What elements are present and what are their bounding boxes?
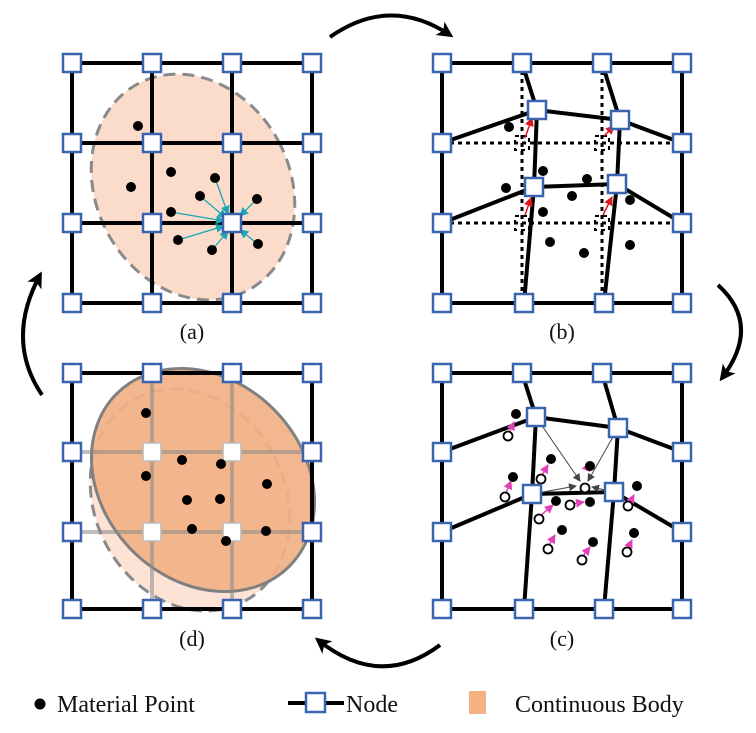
grid-node — [301, 52, 323, 74]
material-points — [126, 121, 263, 255]
grid-node — [431, 292, 453, 314]
arrow-a-to-b — [328, 13, 454, 39]
panel-label-b: (b) — [549, 319, 575, 344]
legend-continuous-body: Continuous Body — [515, 692, 684, 718]
grid-node — [141, 212, 163, 234]
grid-node — [609, 109, 631, 131]
grid-node — [606, 173, 628, 195]
grid-node — [511, 362, 533, 384]
grid-node — [301, 598, 323, 620]
grid-node — [431, 132, 453, 154]
grid-node — [301, 521, 323, 543]
previous-point-positions — [499, 430, 634, 566]
grid-node — [221, 212, 243, 234]
deformed-grid — [441, 62, 684, 304]
grid-node — [61, 292, 83, 314]
grid-node — [221, 362, 243, 384]
grid-node — [61, 212, 83, 234]
grid-node — [431, 521, 453, 543]
grid-node — [526, 99, 548, 121]
grid-node — [671, 521, 693, 543]
grid-node — [431, 362, 453, 384]
arrow-c-to-d — [314, 637, 442, 669]
grid-node — [301, 292, 323, 314]
grid-node — [431, 212, 453, 234]
grid-node — [61, 362, 83, 384]
panel-c: (c) — [431, 362, 693, 651]
legend-node: Node — [346, 692, 398, 718]
grid-node — [61, 52, 83, 74]
panel-a: (a) — [61, 52, 323, 344]
grid-node — [671, 212, 693, 234]
grid-node — [607, 417, 629, 439]
grid-node — [593, 292, 615, 314]
arrow-b-to-c — [716, 283, 744, 382]
material-point-swatch — [34, 698, 46, 710]
grid-node — [513, 292, 535, 314]
background-grid — [70, 371, 314, 611]
grid-node — [431, 441, 453, 463]
legend-material-point: Material Point — [57, 692, 195, 718]
grid-node — [141, 292, 163, 314]
grid-node — [593, 598, 615, 620]
grid-node — [671, 52, 693, 74]
panel-label-a: (a) — [180, 319, 204, 344]
background-grid — [440, 61, 684, 305]
material-points — [501, 122, 635, 258]
grid-node — [141, 362, 163, 384]
grid-node — [671, 598, 693, 620]
grid-node — [671, 292, 693, 314]
grid-node — [301, 441, 323, 463]
grid-node — [431, 598, 453, 620]
material-points — [508, 409, 642, 547]
original-grid-dotted — [442, 63, 682, 303]
background-grid — [70, 61, 314, 305]
node-swatch — [304, 691, 327, 714]
grid-node — [141, 52, 163, 74]
grid-node — [221, 52, 243, 74]
grid-node — [61, 521, 83, 543]
panel-label-d: (d) — [179, 626, 205, 651]
arrow-d-to-a — [21, 271, 44, 397]
grid-node — [301, 212, 323, 234]
grid-node — [511, 52, 533, 74]
grid-node — [301, 132, 323, 154]
grid-node — [221, 292, 243, 314]
panel-d: (d) — [61, 362, 323, 651]
continuous-body — [89, 72, 297, 302]
grid-node — [671, 441, 693, 463]
panel-b: (b) — [431, 52, 693, 344]
grid-node — [525, 406, 547, 428]
grid-node — [431, 52, 453, 74]
panel-label-c: (c) — [550, 626, 574, 651]
grid-node — [141, 598, 163, 620]
grid-node — [523, 176, 545, 198]
legend: Material Point Node Continuous Body — [34, 691, 684, 718]
grid-node — [513, 598, 535, 620]
grid-node — [221, 132, 243, 154]
grid-node — [61, 598, 83, 620]
grid-node — [671, 132, 693, 154]
grid-node — [61, 132, 83, 154]
grid-nodes — [61, 52, 323, 314]
grid-nodes — [431, 52, 693, 314]
material-points — [141, 408, 272, 546]
grid-node — [61, 441, 83, 463]
grid-node — [591, 362, 613, 384]
grid-node — [521, 483, 543, 505]
grid-node — [301, 362, 323, 384]
grid-nodes — [61, 362, 323, 620]
grid-node — [603, 481, 625, 503]
continuous-body-swatch — [469, 691, 486, 714]
background-grid — [440, 371, 684, 611]
grid-node — [671, 362, 693, 384]
grid-node — [591, 52, 613, 74]
grid-node — [141, 132, 163, 154]
cycle-arrows — [21, 13, 744, 669]
grid-nodes — [431, 362, 693, 620]
grid-node — [221, 598, 243, 620]
deformed-grid — [441, 372, 684, 610]
